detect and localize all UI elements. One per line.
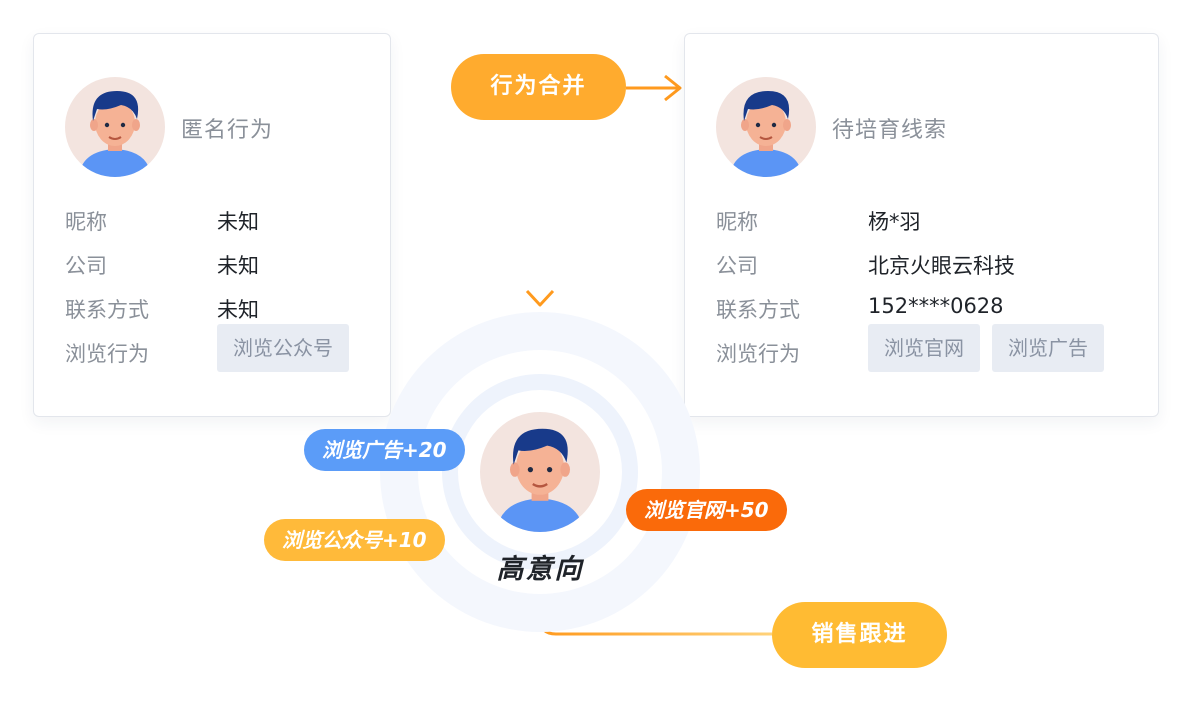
field-label: 昵称 [716, 210, 758, 234]
arrow-right-icon [626, 74, 682, 102]
field-label: 联系方式 [65, 298, 149, 322]
field-label: 联系方式 [716, 298, 800, 322]
behavior-tag: 浏览公众号 [217, 324, 349, 372]
behavior-tags: 浏览公众号 [217, 324, 349, 372]
person-avatar-icon [65, 77, 165, 177]
field-label: 公司 [65, 254, 107, 278]
person-avatar-icon [480, 412, 600, 532]
high-intent-label: 高意向 [496, 554, 584, 585]
sales-follow-up-pill: 销售跟进 [772, 602, 947, 668]
arrow-down-icon [525, 125, 555, 307]
field-value: 北京火眼云科技 [868, 254, 1015, 278]
field-label: 浏览行为 [716, 342, 800, 366]
person-avatar-icon [716, 77, 816, 177]
field-value: 未知 [217, 254, 259, 278]
card-title: 待培育线索 [832, 118, 948, 143]
nurture-lead-card: 待培育线索 昵称 杨*羽 公司 北京火眼云科技 联系方式 152****0628… [684, 33, 1159, 417]
field-value: 未知 [217, 210, 259, 234]
field-value: 未知 [217, 298, 259, 322]
behavior-tags: 浏览官网 浏览广告 [868, 324, 1104, 372]
site-score-badge: 浏览官网+50 [626, 489, 787, 531]
field-label: 公司 [716, 254, 758, 278]
ad-score-badge: 浏览广告+20 [304, 429, 465, 471]
field-value: 152****0628 [868, 294, 1004, 318]
behavior-tag: 浏览广告 [992, 324, 1104, 372]
behavior-tag: 浏览官网 [868, 324, 980, 372]
anonymous-behavior-card: 匿名行为 昵称 未知 公司 未知 联系方式 未知 浏览行为 浏览公众号 [33, 33, 391, 417]
behavior-merge-pill: 行为合并 [451, 54, 626, 120]
official-account-score-badge: 浏览公众号+10 [264, 519, 445, 561]
card-title: 匿名行为 [181, 118, 274, 143]
field-value: 杨*羽 [868, 210, 921, 234]
field-label: 昵称 [65, 210, 107, 234]
field-label: 浏览行为 [65, 342, 149, 366]
